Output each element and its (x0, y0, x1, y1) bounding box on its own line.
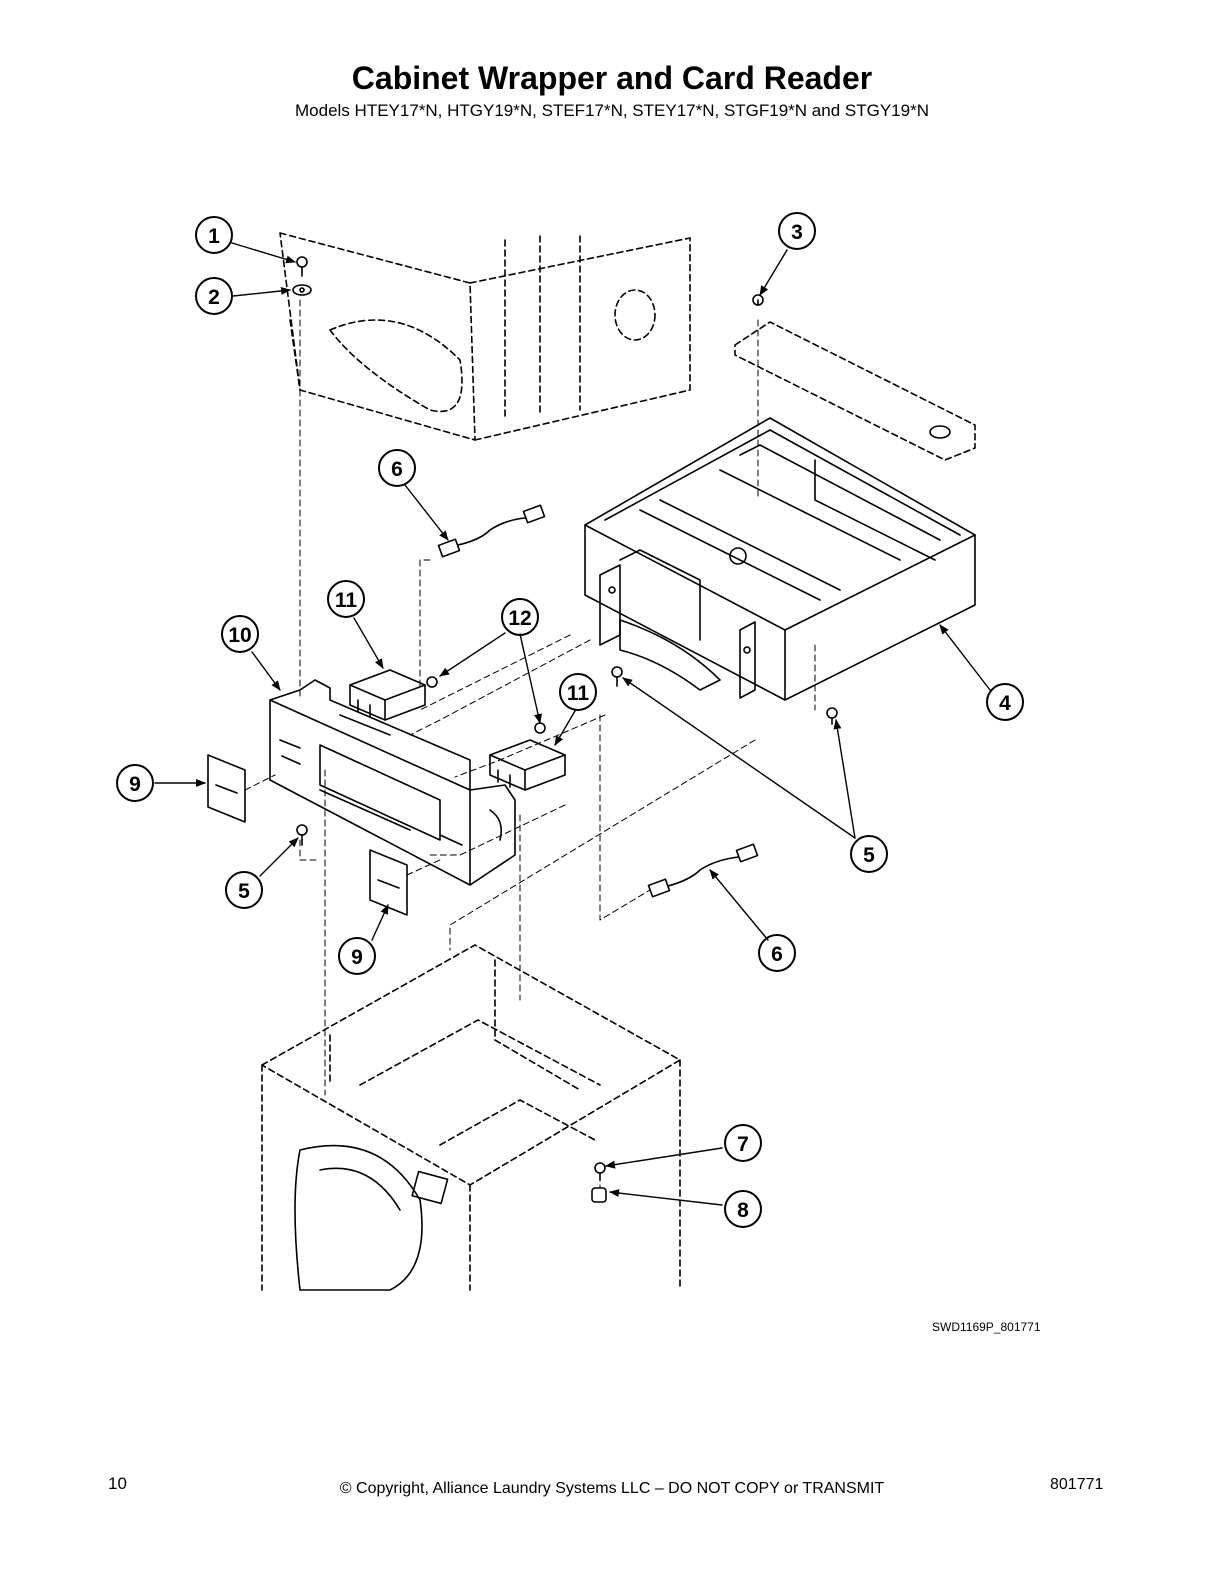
top-support-rail (734, 294, 976, 461)
card-reader-module-lower (489, 739, 566, 791)
svg-text:10: 10 (228, 624, 251, 647)
callout-2: 2 (195, 277, 233, 315)
svg-text:2: 2 (208, 286, 220, 309)
svg-text:9: 9 (351, 946, 363, 969)
lower-wire-harness (647, 843, 759, 898)
leader-lines (154, 242, 991, 1206)
callout-10: 10 (221, 615, 259, 653)
svg-text:12: 12 (508, 607, 531, 630)
callout-7: 7 (724, 1124, 762, 1162)
card-reader-bracket (269, 679, 516, 886)
callout-11b: 11 (559, 673, 597, 711)
svg-text:8: 8 (737, 1199, 749, 1222)
callout-9a: 9 (116, 764, 154, 802)
svg-text:11: 11 (335, 589, 358, 612)
callout-5b: 5 (225, 871, 263, 909)
lower-cabinet (261, 944, 681, 1291)
svg-text:4: 4 (999, 692, 1011, 715)
callout-3: 3 (778, 212, 816, 250)
callout-8: 8 (724, 1190, 762, 1228)
svg-text:7: 7 (737, 1133, 749, 1156)
card-reader-module-upper (349, 669, 426, 721)
callout-6a: 6 (378, 449, 416, 487)
card-slot-plate-center (369, 849, 408, 916)
svg-text:6: 6 (391, 458, 403, 481)
base-frame (584, 417, 976, 701)
svg-text:1: 1 (208, 225, 220, 248)
page-number: 10 (108, 1474, 127, 1493)
svg-text:6: 6 (771, 943, 783, 966)
svg-text:5: 5 (863, 844, 875, 867)
callout-9b: 9 (338, 937, 376, 975)
callout-11a: 11 (327, 580, 365, 618)
models-subtitle: Models HTEY17*N, HTGY19*N, STEF17*N, STE… (295, 101, 929, 120)
card-slot-plate-left (207, 754, 246, 823)
callout-12: 12 (501, 598, 539, 636)
assembly-guides (244, 299, 816, 1189)
svg-text:5: 5 (238, 880, 250, 903)
svg-text:3: 3 (791, 221, 803, 244)
callout-4: 4 (986, 683, 1024, 721)
page-title: Cabinet Wrapper and Card Reader (351, 60, 873, 96)
callout-1: 1 (195, 216, 233, 254)
callout-5a: 5 (850, 835, 888, 873)
callouts: 1 2 3 4 5 5 6 6 7 8 9 9 10 11 11 12 (116, 212, 1024, 1228)
upper-wire-harness (437, 504, 546, 558)
hardware (292, 256, 838, 1203)
upper-cabinet (279, 232, 691, 441)
drawing-code: SWD1169P_801771 (932, 1320, 1041, 1334)
document-number: 801771 (1050, 1476, 1104, 1493)
copyright-notice: © Copyright, Alliance Laundry Systems LL… (339, 1480, 885, 1497)
washer-door (294, 1144, 449, 1291)
callout-6b: 6 (758, 934, 796, 972)
svg-text:11: 11 (567, 682, 590, 705)
svg-text:9: 9 (129, 773, 141, 796)
